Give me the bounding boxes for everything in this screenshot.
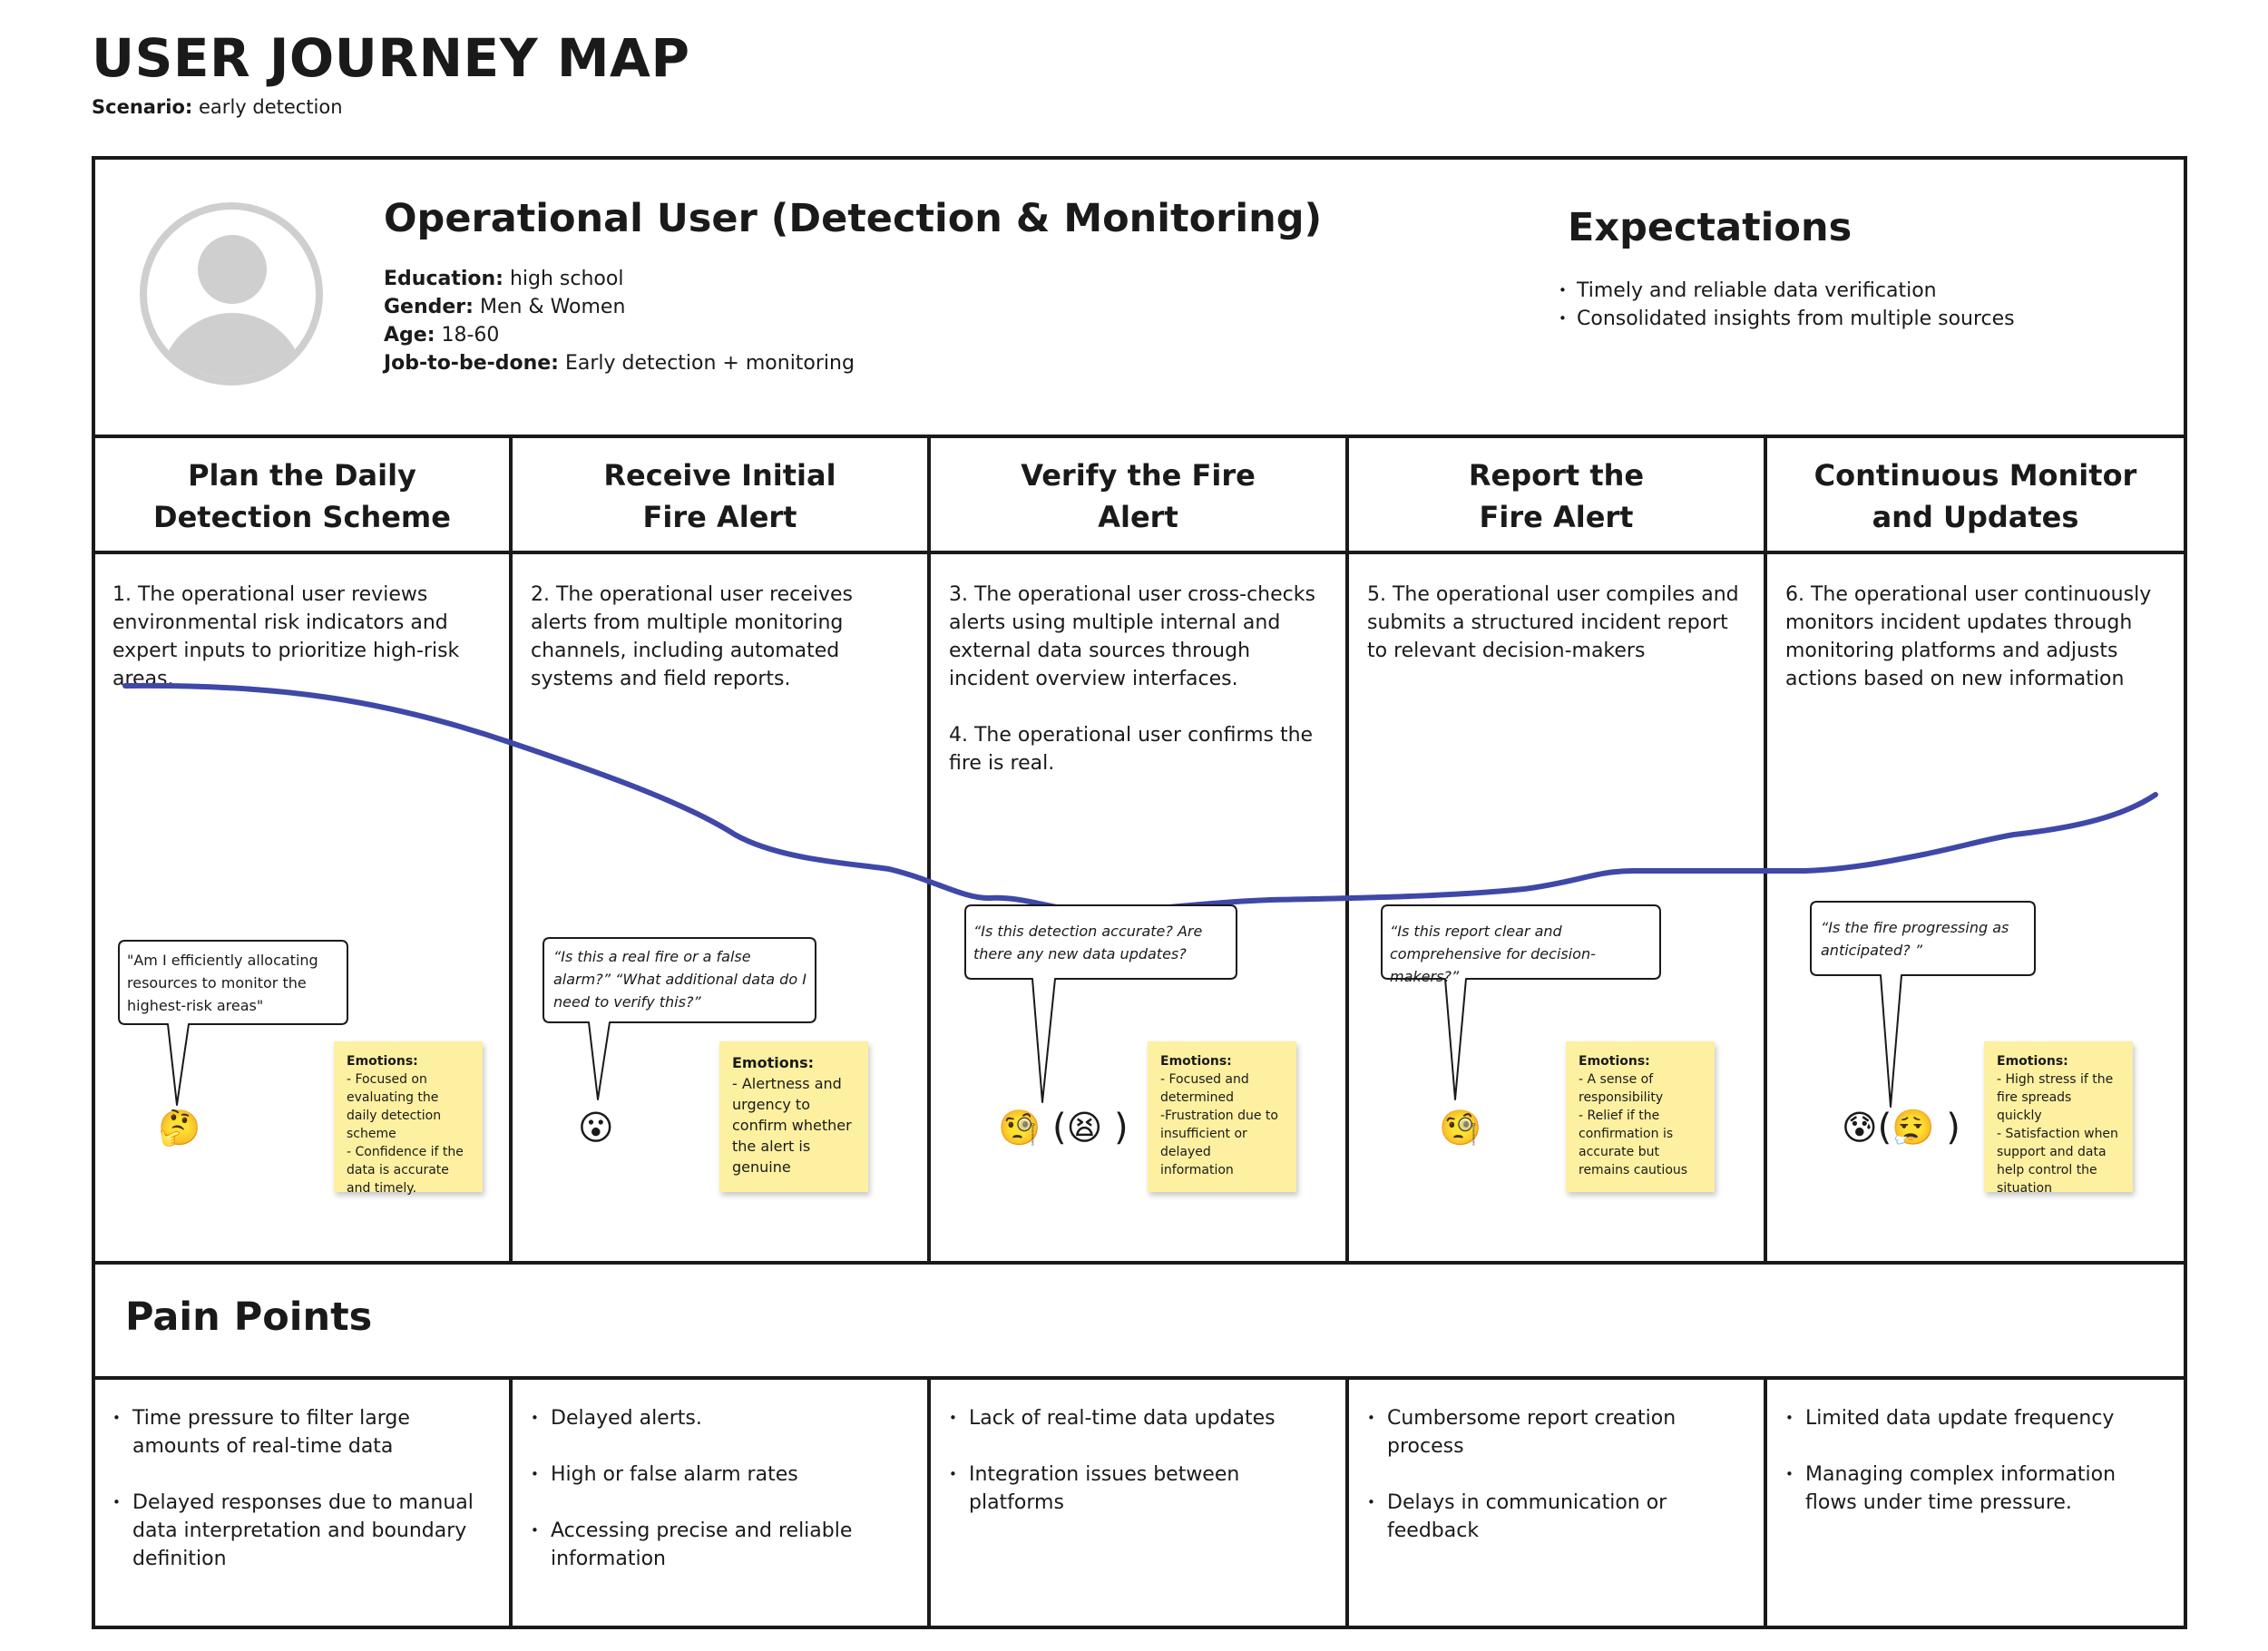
pain-point-item: Integration issues between platforms: [949, 1460, 1334, 1517]
pain-point-item: Delays in communication or feedback: [1367, 1489, 1753, 1545]
pain-points-title: Pain Points: [125, 1294, 373, 1340]
emotions-sticky-note: Emotions:- A sense of responsibility - R…: [1566, 1041, 1715, 1192]
user-quote: "Am I efficiently allocating resources t…: [127, 952, 318, 1014]
emotions-sticky-note: Emotions:- Focused and determined -Frust…: [1148, 1041, 1296, 1192]
scenario-label: Scenario:: [92, 96, 193, 118]
persona-attribute: Gender: Men & Women: [384, 296, 626, 318]
pain-point-item: Delayed responses due to manual data int…: [112, 1489, 498, 1573]
user-avatar-icon: [140, 202, 323, 386]
expectation-item: Timely and reliable data verification: [1559, 277, 2015, 305]
persona-attribute: Age: 18-60: [384, 324, 500, 347]
pain-point-item: Delayed alerts.: [531, 1404, 912, 1432]
surprised-face-icon: 😮: [578, 1108, 614, 1148]
monocle-face-icon: 🧐: [1439, 1108, 1482, 1148]
column-divider: [1764, 1376, 1767, 1629]
expectations-title: Expectations: [1568, 205, 1853, 250]
column-divider: [1345, 435, 1349, 1263]
emotions-sticky-note: Emotions:- Focused on evaluating the dai…: [334, 1041, 483, 1196]
user-quote: “Is this report clear and comprehensive …: [1390, 923, 1596, 985]
column-divider: [1764, 435, 1767, 1263]
pain-points-list: Time pressure to filter large amounts of…: [112, 1404, 498, 1573]
pain-point-item: High or false alarm rates: [531, 1460, 912, 1489]
monocle-face-icon: 🧐: [998, 1108, 1041, 1148]
pain-points-list: Cumbersome report creation process Delay…: [1367, 1404, 1753, 1545]
tired-face-icon: 😫: [1066, 1108, 1103, 1148]
persona-name: Operational User (Detection & Monitoring…: [384, 196, 1323, 241]
column-divider: [1345, 1376, 1349, 1629]
column-divider: [927, 1376, 931, 1629]
step-description: 1. The operational user reviews environm…: [112, 583, 460, 690]
user-quote: “Is this a real fire or a false alarm?” …: [553, 948, 807, 1011]
persona-divider: [92, 435, 2187, 438]
page-title: USER JOURNEY MAP: [92, 27, 690, 89]
pain-point-item: Cumbersome report creation process: [1367, 1404, 1753, 1460]
pain-point-item: Lack of real-time data updates: [949, 1404, 1334, 1432]
pain-points-divider: [92, 1261, 2187, 1265]
emoji-group: 🧐 (😫 ): [998, 1107, 1129, 1148]
persona-attribute: Job-to-be-done: Early detection + monito…: [384, 352, 855, 375]
emotions-sticky-note: Emotions:- Alertness and urgency to conf…: [719, 1041, 868, 1192]
user-quote: “Is the fire progressing as anticipated?…: [1821, 919, 2009, 959]
step-description: 2. The operational user receives alerts …: [531, 583, 853, 690]
exhaling-face-icon: 😮‍💨: [1892, 1108, 1935, 1148]
step-description: 3. The operational user cross-checks ale…: [949, 583, 1315, 775]
expectation-item: Consolidated insights from multiple sour…: [1559, 305, 2015, 333]
emoji-group: 😰(😮‍💨 ): [1842, 1107, 1960, 1148]
user-quote: “Is this detection accurate? Are there a…: [973, 923, 1203, 962]
pain-point-item: Time pressure to filter large amounts of…: [112, 1404, 498, 1460]
pain-title-divider: [92, 1376, 2187, 1380]
thinking-face-icon: 🤔: [158, 1108, 201, 1148]
pain-point-item: Limited data update frequency: [1785, 1404, 2171, 1432]
pain-point-item: Managing complex information flows under…: [1785, 1460, 2171, 1517]
persona-attribute: Education: high school: [384, 268, 624, 290]
column-divider: [927, 435, 931, 1263]
column-divider: [509, 1376, 513, 1629]
emotions-sticky-note: Emotions:- High stress if the fire sprea…: [1984, 1041, 2133, 1196]
journey-map-frame: [92, 156, 2187, 1629]
pain-points-list: Lack of real-time data updates Integrati…: [949, 1404, 1334, 1517]
column-divider: [509, 435, 513, 1263]
stage-header-divider: [92, 551, 2187, 554]
expectations-list: Timely and reliable data verification Co…: [1559, 277, 2015, 333]
pain-points-list: Delayed alerts. High or false alarm rate…: [531, 1404, 912, 1573]
persona-attributes: Education: high school Gender: Men & Wom…: [384, 265, 855, 377]
step-description: 6. The operational user continuously mon…: [1785, 583, 2152, 690]
pain-point-item: Accessing precise and reliable informati…: [531, 1517, 912, 1573]
step-description: 5. The operational user compiles and sub…: [1367, 583, 1739, 662]
scenario: Scenario: early detection: [92, 96, 343, 118]
pain-points-list: Limited data update frequency Managing c…: [1785, 1404, 2171, 1517]
scenario-value: early detection: [199, 96, 343, 118]
anxious-face-icon: 😰: [1842, 1108, 1878, 1148]
